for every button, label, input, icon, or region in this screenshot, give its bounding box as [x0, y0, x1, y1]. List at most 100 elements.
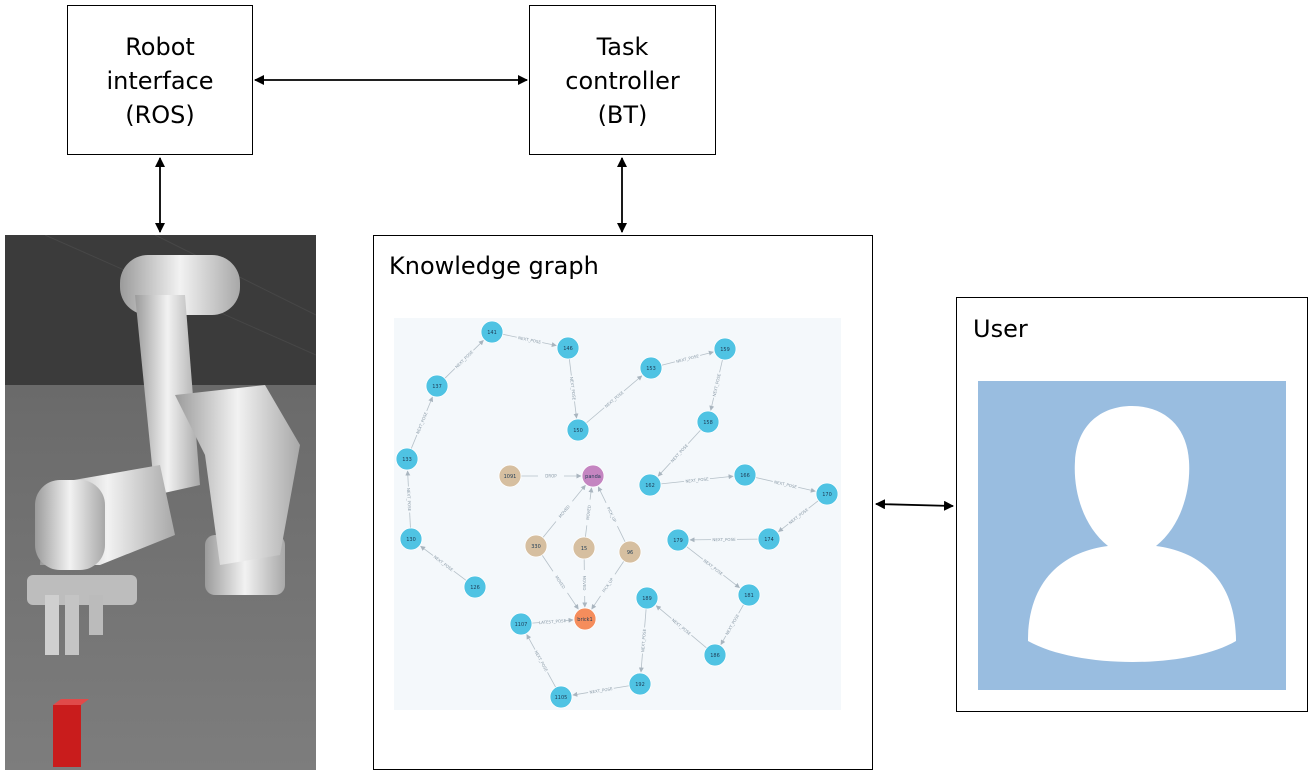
graph-edge-label-bg [710, 536, 738, 543]
graph-edge-label: NEXT_POSE [406, 488, 412, 512]
graph-edge-label: MOVED [585, 505, 592, 520]
graph-node[interactable] [635, 586, 659, 610]
user-avatar-icon [1028, 406, 1236, 662]
graph-edge-label: NEXT_POSE [415, 411, 429, 435]
graph-node-label: 1105 [555, 695, 568, 701]
graph-edge-label: NEXT_POSE [712, 373, 722, 397]
graph-node-label: 330 [531, 544, 541, 550]
graph-node[interactable] [815, 482, 839, 506]
task-controller-label-line2: controller [565, 67, 680, 95]
graph-node-label: 141 [487, 330, 497, 336]
graph-node[interactable] [581, 464, 605, 488]
graph-edge-label-bg [772, 478, 799, 491]
graph-edge-label-bg [700, 556, 726, 578]
graph-edge-label: NEXT_POSE [433, 554, 455, 572]
graph-node[interactable] [498, 464, 522, 488]
knowledge-graph-canvas: NEXT_POSE NEXT_POSE NEXT_POSE NEXT_POSE NEXT… [394, 318, 841, 710]
graph-node[interactable] [399, 527, 423, 551]
graph-node-label: brick1 [577, 617, 592, 623]
graph-edge-label: NEXT_POSE [518, 335, 542, 345]
graph-node[interactable] [638, 473, 662, 497]
graph-node[interactable] [566, 418, 590, 442]
graph-node[interactable] [556, 336, 580, 360]
robot-wrist [35, 480, 105, 570]
red-block [53, 705, 81, 767]
knowledge-graph-svg: NEXT_POSE NEXT_POSE NEXT_POSE NEXT_POSE NEXT… [395, 320, 839, 709]
robot-interface-label-line2: interface [106, 67, 214, 95]
graph-node-label: 170 [822, 492, 832, 498]
graph-node[interactable] [509, 612, 533, 636]
graph-edge-label-bg [786, 505, 811, 527]
graph-node-label: 15 [581, 546, 587, 552]
graph-edge-label-bg [598, 572, 618, 598]
graph-edge-label: NEXT_POSE [671, 617, 692, 636]
graph-node[interactable] [666, 528, 690, 552]
graph-node[interactable] [713, 337, 737, 361]
graph-edge-label: NEXT_POSE [670, 443, 690, 464]
graph-node[interactable] [703, 643, 727, 667]
graph-node[interactable] [733, 463, 757, 487]
graph-edge-label: NEXT_POSE [685, 476, 709, 483]
red-block-top [53, 699, 89, 705]
graph-node-label: 192 [635, 682, 645, 688]
task-controller-label-line1: Task [596, 33, 649, 61]
graph-edge-label-bg [539, 617, 566, 626]
graph-edge-label: NEXT_POSE [533, 650, 549, 673]
gripper-finger [45, 595, 59, 655]
graph-node[interactable] [425, 374, 449, 398]
graph-edge-label-bg [668, 441, 691, 465]
graph-edge-label: DROP [545, 474, 557, 479]
user-avatar-frame [978, 381, 1286, 690]
graph-node[interactable] [696, 410, 720, 434]
graph-edge-label-bg [452, 348, 476, 371]
graph-edge-label: NEXT_POSE [702, 558, 724, 576]
graph-edge-label-bg [405, 486, 413, 513]
graph-edge-label: NEXT_POSE [788, 507, 810, 525]
graph-node-label: 166 [740, 473, 750, 479]
graph-node[interactable] [480, 320, 504, 344]
graph-node[interactable] [639, 356, 663, 380]
graph-edge-label: PICK_UP [606, 506, 618, 523]
gripper-finger [65, 595, 79, 655]
graph-edge-label: NEXT_POSE [454, 349, 474, 369]
graph-node[interactable] [618, 540, 642, 564]
graph-node[interactable] [757, 527, 781, 551]
robot-render-image [5, 235, 316, 770]
robot-gripper-mount [27, 575, 137, 605]
graph-edge-label-bg [710, 371, 723, 399]
graph-node-label: 137 [432, 384, 442, 390]
graph-edge-label: NEXT_POSE [604, 390, 625, 409]
arrow-graph-to-user [875, 499, 954, 511]
graph-node-label: 133 [402, 457, 412, 463]
graph-edge-label: NEXT_POSE [569, 377, 577, 401]
graph-edge-label-bg [538, 473, 564, 479]
graph-node[interactable] [549, 685, 573, 709]
graph-node-label: 1107 [515, 622, 528, 628]
graph-node-label: 153 [646, 366, 656, 372]
graph-edge-label-bg [568, 375, 578, 402]
graph-node-label: 186 [710, 653, 720, 659]
graph-edge-label: MOVED [582, 576, 587, 591]
graph-node-label: 126 [470, 585, 480, 591]
graph-node[interactable] [573, 607, 597, 631]
graph-edge-label: NEXT_POSE [712, 537, 736, 542]
graph-edge-label-bg [581, 569, 588, 597]
graph-node-label: 130 [406, 537, 416, 543]
graph-edge-label: NEXT_POSE [640, 628, 647, 652]
graph-node[interactable] [572, 536, 596, 560]
graph-node-label: 150 [573, 428, 583, 434]
graph-node[interactable] [463, 575, 487, 599]
gripper-finger [89, 595, 103, 635]
graph-node-label: 162 [645, 483, 655, 489]
graph-node[interactable] [524, 534, 548, 558]
graph-edge-label-bg [532, 648, 551, 674]
graph-node-label: panda [585, 474, 601, 480]
robot-interface-label-line1: Robot [125, 33, 195, 61]
user-title: User [973, 315, 1028, 343]
graph-edge-label: NEXT_POSE [774, 479, 798, 489]
graph-edge-label-bg [583, 499, 594, 526]
graph-edge-label-bg [414, 409, 430, 437]
graph-node[interactable] [395, 447, 419, 471]
graph-node[interactable] [628, 672, 652, 696]
graph-node[interactable] [737, 583, 761, 607]
